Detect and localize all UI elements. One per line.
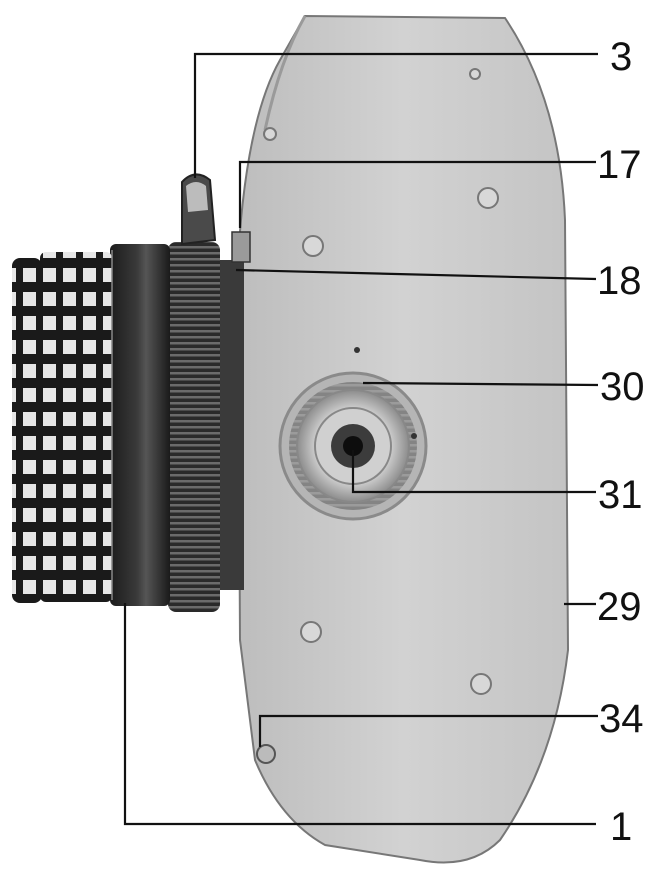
plate-screws <box>263 68 499 695</box>
aperture-ring <box>40 252 112 602</box>
callout-18: 18 <box>597 259 642 303</box>
leader-30 <box>362 381 599 387</box>
callout-3: 3 <box>610 35 632 79</box>
callout-29: 29 <box>597 585 642 629</box>
mount-latch <box>231 231 251 263</box>
callout-31: 31 <box>598 473 643 517</box>
lens-assembly <box>12 242 244 612</box>
callout-1: 1 <box>610 805 632 849</box>
bottom-button <box>256 744 276 764</box>
leader-18 <box>235 268 597 281</box>
screw-top-edge <box>263 127 277 141</box>
callout-17: 17 <box>597 143 642 187</box>
screw-upper-right <box>477 187 499 209</box>
callout-30: 30 <box>600 365 645 409</box>
front-ring <box>12 258 42 603</box>
screw-upper-left <box>302 235 324 257</box>
screw-lower-left <box>300 621 322 643</box>
lens-barrel <box>110 244 170 606</box>
screw-top-corner <box>469 68 481 80</box>
leader-17 <box>238 160 596 228</box>
callout-34: 34 <box>599 697 644 741</box>
release-lever <box>181 173 217 246</box>
leader-lines <box>123 52 599 826</box>
leader-3 <box>193 52 598 178</box>
dot-marker <box>354 347 360 353</box>
callout-labels: 3 17 18 30 31 29 34 1 <box>597 35 645 849</box>
screw-lower-right <box>470 673 492 695</box>
focus-ring <box>168 242 220 612</box>
leader-1 <box>123 603 596 826</box>
tripod-socket <box>278 371 428 521</box>
leader-34 <box>258 714 598 747</box>
leader-31 <box>351 450 596 494</box>
